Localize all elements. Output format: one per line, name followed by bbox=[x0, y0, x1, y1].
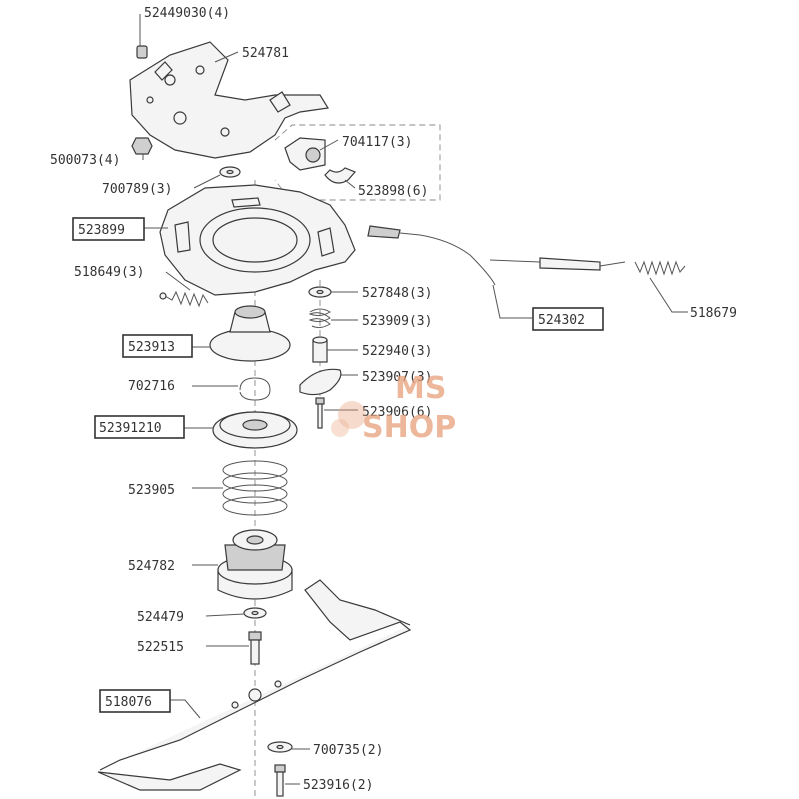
label-523913: 523913 bbox=[128, 340, 175, 355]
watermark-text-ms: MS bbox=[395, 371, 446, 406]
label-box-523913 bbox=[122, 334, 193, 358]
label-518076: 518076 bbox=[105, 695, 152, 710]
label-box-524302 bbox=[532, 307, 604, 331]
tension-spring-left bbox=[159, 290, 209, 308]
label-524782: 524782 bbox=[128, 559, 175, 574]
label-52449030: 52449030(4) bbox=[144, 6, 230, 21]
roller-bracket bbox=[284, 137, 326, 171]
label-500073: 500073(4) bbox=[50, 153, 120, 168]
label-523906: 523906(6) bbox=[362, 405, 432, 420]
label-523898: 523898(6) bbox=[358, 184, 428, 199]
label-518649: 518649(3) bbox=[74, 265, 144, 280]
clutch-spring bbox=[222, 460, 288, 516]
label-523899: 523899 bbox=[78, 223, 125, 238]
cutting-blade bbox=[97, 579, 412, 791]
screw-small bbox=[315, 397, 325, 429]
circlip bbox=[239, 377, 271, 401]
friction-pad bbox=[299, 368, 342, 396]
coil-spring-small bbox=[308, 308, 331, 329]
brake-disc bbox=[212, 411, 298, 449]
spacer-sleeve bbox=[312, 336, 328, 363]
blade-hub bbox=[217, 529, 293, 600]
guide-plate bbox=[159, 184, 356, 296]
blade-washer bbox=[267, 741, 293, 753]
nut bbox=[131, 137, 153, 155]
tension-spring-right bbox=[634, 260, 686, 276]
label-518679: 518679 bbox=[690, 306, 737, 321]
label-527848: 527848(3) bbox=[362, 286, 432, 301]
washer-small bbox=[219, 166, 241, 178]
label-522940: 522940(3) bbox=[362, 344, 432, 359]
label-523909: 523909(3) bbox=[362, 314, 432, 329]
control-cable bbox=[367, 225, 626, 286]
leader-lines bbox=[139, 14, 688, 785]
label-524781: 524781 bbox=[242, 46, 289, 61]
blade-bolt bbox=[274, 764, 286, 797]
label-700735: 700735(2) bbox=[313, 743, 383, 758]
label-52391210: 52391210 bbox=[99, 421, 162, 436]
label-523916: 523916(2) bbox=[303, 778, 373, 793]
label-box-523899 bbox=[72, 217, 145, 241]
label-522515: 522515 bbox=[137, 640, 184, 655]
drive-pulley bbox=[209, 305, 291, 362]
label-704117: 704117(3) bbox=[342, 135, 412, 150]
label-700789: 700789(3) bbox=[102, 182, 172, 197]
label-702716: 702716 bbox=[128, 379, 175, 394]
watermark-logo: MS SHOP bbox=[331, 371, 456, 445]
spacer-washer bbox=[308, 286, 332, 298]
pin-bushing bbox=[136, 45, 148, 59]
watermark-text-shop: SHOP bbox=[362, 410, 456, 445]
hub-washer bbox=[243, 607, 267, 619]
mounting-plate bbox=[129, 41, 329, 159]
label-523907: 523907(3) bbox=[362, 370, 432, 385]
rubber-pad bbox=[324, 167, 357, 184]
label-524302: 524302 bbox=[538, 313, 585, 328]
hub-bolt bbox=[248, 631, 262, 665]
label-524479: 524479 bbox=[137, 610, 184, 625]
label-box-52391210 bbox=[94, 415, 185, 439]
label-523905: 523905 bbox=[128, 483, 175, 498]
label-box-518076 bbox=[99, 689, 171, 713]
